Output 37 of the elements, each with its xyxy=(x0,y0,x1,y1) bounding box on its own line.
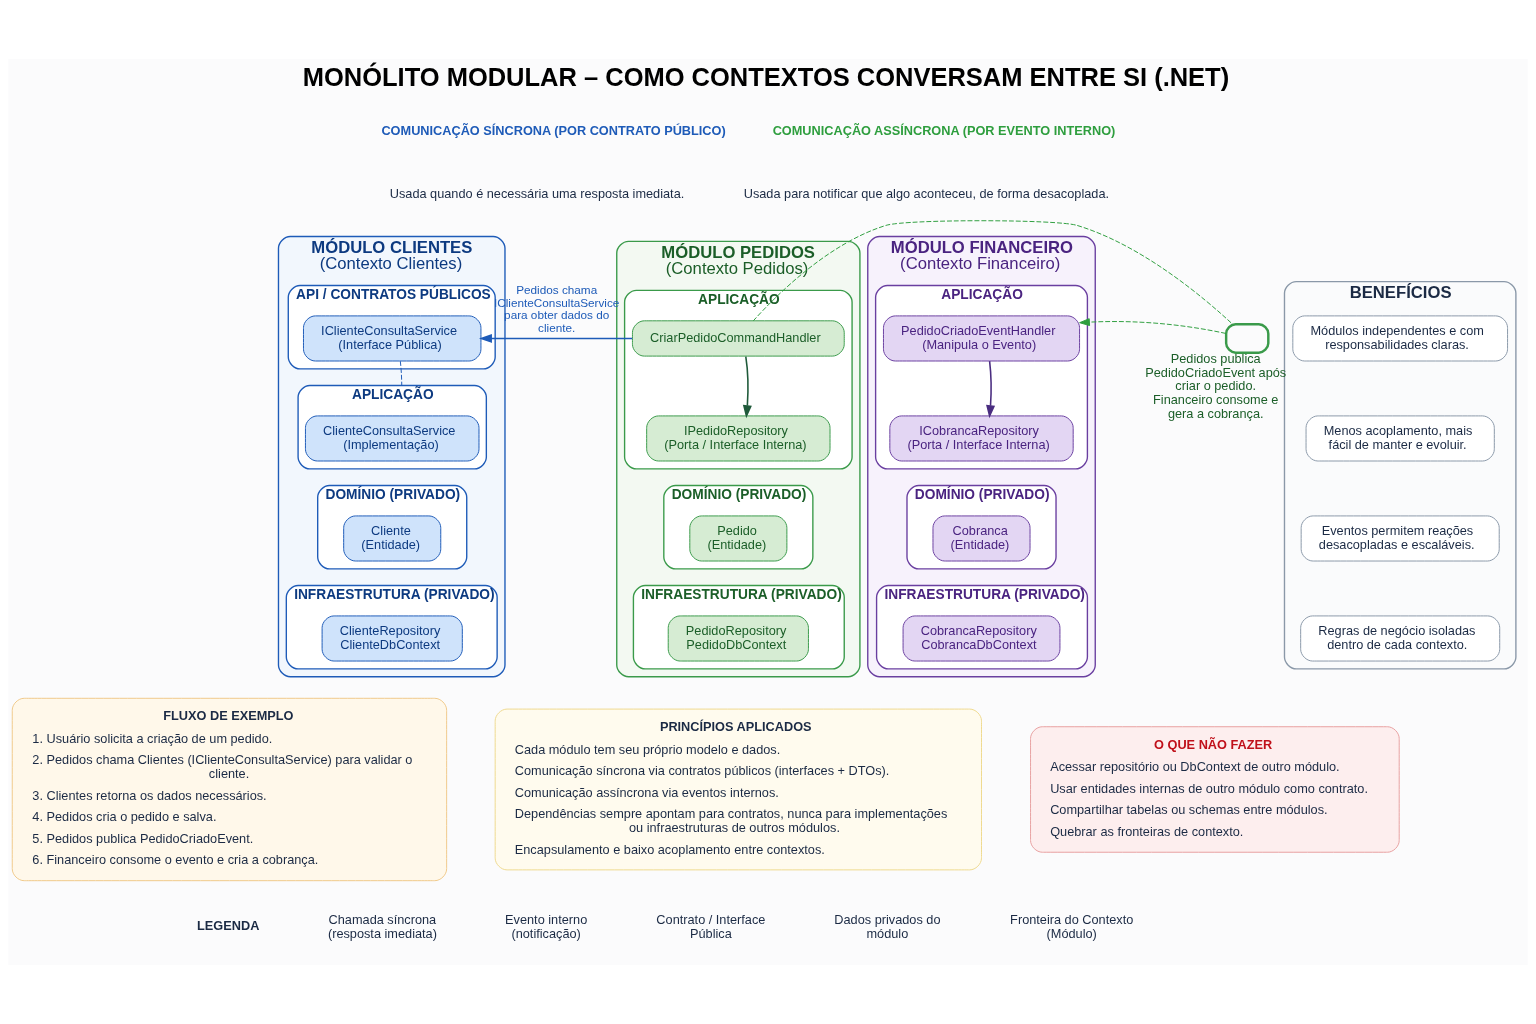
arrow xyxy=(742,355,752,419)
legend-label: Fronteira do Contexto (Módulo) xyxy=(1010,912,1134,941)
node-box: PRINCÍPIOS APLICADOS Cada módulo tem seu próprio modelo e dados. Comunicação síncrona via contratos públicos (interfaces + DTOs). Comunicação assíncrona via eventos internos. Dependências sempre apontam para contratos, nunca para implementações ou infraestruturas de outros módulos. Encapsulamento e baixo acoplamento entre contextos. xyxy=(494,708,982,871)
node-box: PedidoCriadoEventHandler (Manipula o Evento) xyxy=(882,315,1081,362)
node-box: ICobrancaRepository (Porta / Interface Interna) xyxy=(889,415,1074,462)
legend-label: Chamada síncrona (resposta imediata) xyxy=(327,912,437,941)
arrow xyxy=(1079,318,1227,334)
node-box: PedidoRepository PedidoDbContext xyxy=(667,615,809,662)
label: LEGENDA xyxy=(197,918,260,934)
node-box: O QUE NÃO FAZER Acessar repositório ou DbContext de outro módulo. Usar entidades internas de outro módulo como contrato. Compartilhar tabelas ou schemas entre módulos. Quebrar as fronteiras de contexto. xyxy=(1030,726,1400,853)
node-box: Eventos permitem reações desacopladas e escaláveis. xyxy=(1300,515,1500,562)
node-envelope xyxy=(1224,323,1270,354)
arrow xyxy=(986,360,996,419)
node-box: Módulos independentes e com responsabilidades claras. xyxy=(1292,315,1509,362)
node-box: Pedido (Entidade) xyxy=(689,515,788,562)
legend-label: Contrato / Interface Pública xyxy=(656,912,766,941)
arrow xyxy=(478,333,634,343)
legend-label: Dados privados do módulo xyxy=(834,912,941,941)
node-box: Menos acoplamento, mais fácil de manter e evoluir. xyxy=(1305,415,1495,462)
node-box: FLUXO DE EXEMPLO 1. Usuário solicita a criação de um pedido. 2. Pedidos chama Clientes (IClienteConsultaService) para validar o cliente. 3. Clientes retorna os dados necessários. 4. Pedidos cria o pedido e salva. 5. Pedidos publica PedidoCriadoEvent. 6. Financeiro consome o evento e cria a cobrança. xyxy=(11,697,448,882)
diagram-title: MONÓLITO MODULAR – COMO CONTEXTOS CONVERSAM ENTRE SI (.NET) xyxy=(302,63,1230,92)
node-box: IPedidoRepository (Porta / Interface Interna) xyxy=(646,415,831,462)
node-box: ClienteConsultaService (Implementação) xyxy=(304,415,480,462)
label: COMUNICAÇÃO SÍNCRONA (POR CONTRATO PÚBLICO) xyxy=(381,122,726,138)
node-box: CobrancaRepository CobrancaDbContext xyxy=(902,615,1061,662)
node-box: CriarPedidoCommandHandler xyxy=(631,320,845,357)
node-box: Regras de negócio isoladas dentro de cada contexto. xyxy=(1300,615,1501,662)
node-box: Cliente (Entidade) xyxy=(343,515,442,562)
label: Usada para notificar que algo aconteceu, de forma desacoplada. xyxy=(743,185,1110,201)
connector xyxy=(752,220,1233,325)
node-box: Cobranca (Entidade) xyxy=(932,515,1031,562)
node-box: IClienteConsultaService (Interface Pública) xyxy=(303,315,482,362)
connector xyxy=(399,360,403,386)
node-box: ClienteRepository ClienteDbContext xyxy=(321,615,463,662)
label: COMUNICAÇÃO ASSÍNCRONA (POR EVENTO INTERNO) xyxy=(772,122,1116,138)
legend-label: Evento interno (notificação) xyxy=(505,912,588,941)
label: Usada quando é necessária uma resposta imediata. xyxy=(389,185,685,201)
